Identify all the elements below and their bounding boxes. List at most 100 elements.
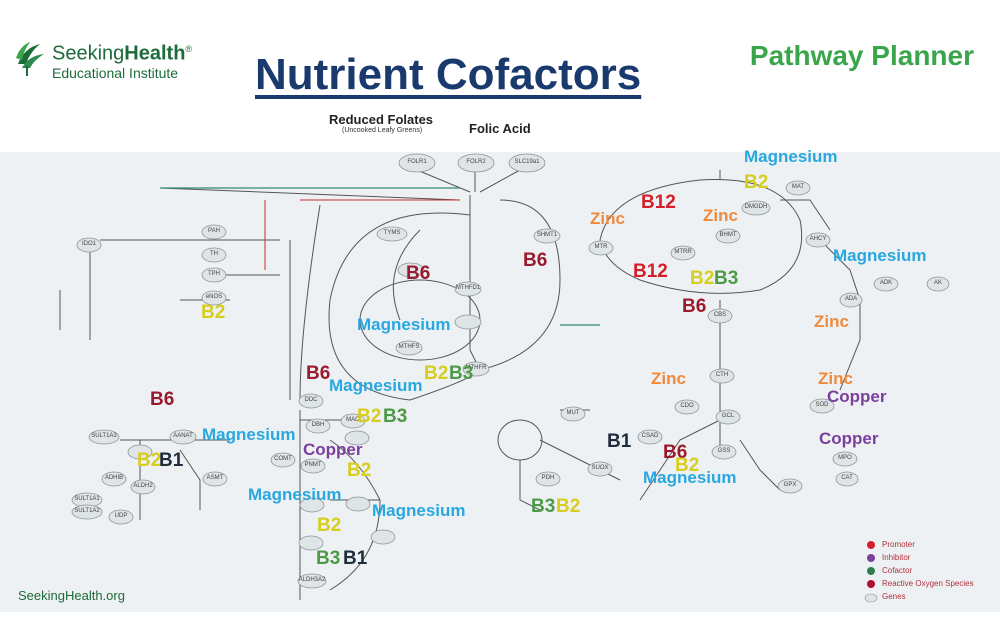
gene-mthfs: MTHFS: [398, 344, 420, 350]
cofactor-b2-metanephrine: B2: [317, 515, 342, 536]
gene-ddc: DDC: [304, 397, 318, 403]
gene-mthfr: MTHFR: [465, 365, 487, 371]
cofactor-b3-mthfr: B3: [449, 363, 474, 384]
legend-ros: Reactive Oxygen Species: [882, 579, 974, 588]
gene-ak: AK: [933, 280, 942, 286]
brand-name: SeekingHealth®: [52, 42, 193, 65]
cofactor-magnesium-comt2: Magnesium: [372, 501, 466, 520]
gene-aanat: AANAT: [173, 433, 193, 439]
cofactor-magnesium-gss: Magnesium: [643, 468, 737, 487]
gene-dbh: DBH: [311, 422, 325, 428]
gene-cbs: CBS: [713, 312, 727, 318]
gene-adk: ADK: [879, 280, 893, 286]
gene-sult1a2: SULT1A2: [74, 508, 100, 514]
cofactor-b2-mthfr: B2: [424, 363, 449, 384]
gene-folr2: FOLR2: [466, 159, 486, 165]
cofactor-b3-mao-mid: B3: [383, 406, 408, 427]
cofactor-b6-cbs: B6: [682, 296, 707, 317]
cofactor-b6-purines: B6: [406, 263, 431, 284]
cofactor-copper-dbh: Copper: [303, 440, 363, 459]
cofactor-b2-mtrr: B2: [690, 268, 715, 289]
gene-ahcy: AHCY: [809, 236, 827, 242]
gene-pdh: PDH: [541, 475, 555, 481]
gene-bhmt: BHMT: [719, 232, 737, 238]
gene-aldh3a2: ALDH3A2: [298, 577, 326, 583]
cofactor-b2-mat: B2: [744, 172, 769, 193]
gene-udp: UDP: [114, 513, 128, 519]
legend: Promoter Inhibitor Cofactor Reactive Oxy…: [882, 540, 974, 605]
gene-cat: CAT: [841, 475, 853, 481]
gene-ada: ADA: [844, 296, 858, 302]
reduced-folates-label: Reduced Folates: [329, 112, 434, 127]
gene-mtr: MTR: [594, 244, 608, 250]
cofactor-b3-pdh: B3: [531, 496, 556, 517]
cofactor-b2-pdh: B2: [556, 496, 581, 517]
cofactor-b3-mao-bottom: B3: [316, 548, 341, 569]
cofactor-zinc-ada: Zinc: [814, 312, 849, 331]
cofactor-magnesium-comt: Magnesium: [248, 485, 342, 504]
legend-inhibitor: Inhibitor: [882, 553, 911, 562]
legend-genes: Genes: [882, 592, 906, 601]
gene-th: TH: [210, 251, 218, 257]
cofactor-zinc-bhmt: Zinc: [703, 206, 738, 225]
cofactor-b1-pdh: B1: [607, 431, 632, 452]
cofactor-b3-mtrr: B3: [714, 268, 739, 289]
cofactor-copper-mpo: Copper: [819, 429, 879, 448]
cofactor-zinc-cdo: Zinc: [651, 369, 686, 388]
gene-asmt: ASMT: [206, 475, 224, 481]
legend-cofactor: Cofactor: [882, 566, 913, 575]
gene-mtrr: MTRR: [674, 249, 692, 255]
cofactor-b6-aanat: B6: [150, 389, 175, 410]
cofactor-b12-mtrr: B12: [633, 261, 668, 282]
gene-dmgdh: DMGDH: [744, 204, 768, 210]
gene-cdo: CDO: [680, 403, 694, 409]
cofactor-b1-mao-bottom: B1: [343, 548, 368, 569]
gene-pah: PAH: [208, 228, 220, 234]
folic-acid-label: Folic Acid: [469, 121, 531, 136]
cofactor-b6-ddc: B6: [306, 363, 331, 384]
cofactor-zinc-sod: Zinc: [818, 369, 853, 388]
cofactor-magnesium-mat: Magnesium: [744, 147, 838, 166]
reduced-folates-sub: (Uncooked Leafy Greens): [342, 127, 423, 134]
cofactor-b2-gss: B2: [675, 455, 700, 476]
gene-adhib: ADHIB: [104, 475, 124, 481]
leaf-logo-icon: [16, 42, 44, 76]
cofactor-b1-mao-left: B1: [159, 450, 184, 471]
gene-enos: eNOS: [205, 294, 223, 300]
gene-suox: SUOX: [591, 465, 609, 471]
brand-subtitle: Educational Institute: [52, 64, 179, 81]
cofactor-magnesium-ahcy: Magnesium: [833, 246, 927, 265]
cofactor-b2-pnmt: B2: [347, 460, 372, 481]
cofactor-magnesium-aanat: Magnesium: [202, 425, 296, 444]
gene-aldh2: ALDH2: [133, 483, 153, 489]
gene-sult1a3: SULT1A3: [91, 433, 117, 439]
pathway-planner-title: Pathway Planner: [749, 40, 974, 71]
gene-ido1: IDO1: [81, 241, 96, 247]
gene-mut: MUT: [566, 410, 580, 416]
cofactor-magnesium-ddc: Magnesium: [329, 376, 423, 395]
cofactor-b2-enos: B2: [201, 302, 226, 323]
cofactor-b6-shmt1: B6: [523, 250, 548, 271]
cofactor-b12-mtr: B12: [641, 192, 676, 213]
gene-mthfd1: MTHFD1: [455, 285, 481, 291]
gene-mat: MAT: [791, 184, 805, 190]
gene-gpx: GPX: [783, 482, 797, 488]
gene-cth: CTH: [715, 372, 729, 378]
cofactor-copper-sod: Copper: [827, 387, 887, 406]
gene-shmt1: SHMT1: [536, 232, 558, 238]
gene-folr1: FOLR1: [407, 159, 427, 165]
cofactor-zinc-mtr: Zinc: [590, 209, 625, 228]
cofactor-b6-csad: B6: [663, 442, 688, 463]
gene-sod: SOD: [815, 402, 829, 408]
footer-site: SeekingHealth.org: [18, 588, 125, 603]
legend-promoter: Promoter: [882, 540, 915, 549]
gene-slc19a1: SLC19a1: [514, 159, 540, 165]
gene-tph: TPH: [208, 271, 220, 277]
gene-pnmt: PNMT: [304, 462, 322, 468]
gene-mpo: MPO: [838, 455, 852, 461]
cofactor-b2-mao-left: B2: [137, 450, 162, 471]
page-title: Nutrient Cofactors: [255, 50, 642, 99]
cofactor-magnesium-mthfs: Magnesium: [357, 315, 451, 334]
gene-csad: CSAD: [641, 433, 659, 439]
